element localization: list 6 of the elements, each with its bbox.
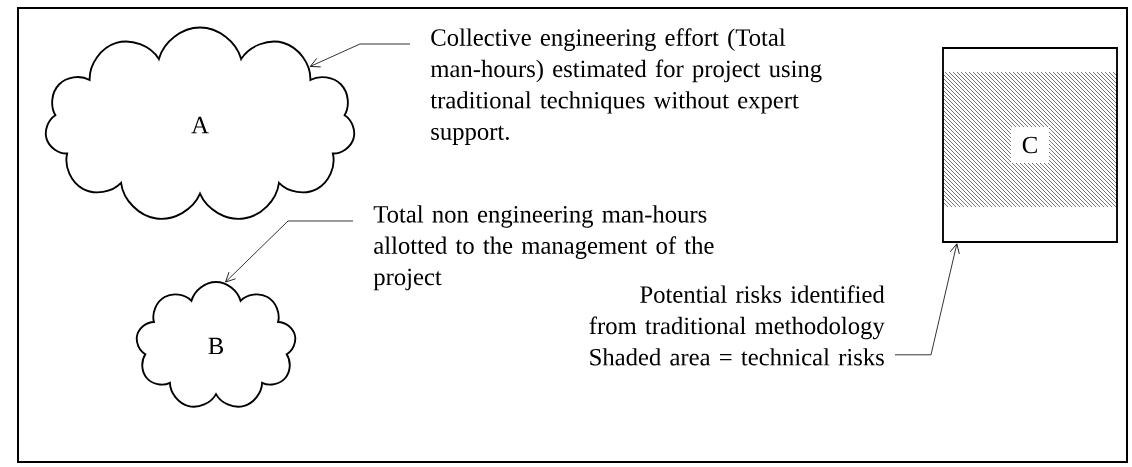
callout-text: Potential risks identified from traditional methodology Shaded area = technical risks xyxy=(589,285,885,366)
hatched-box: C xyxy=(942,47,1118,243)
leader-line xyxy=(894,243,960,356)
leader-line xyxy=(309,43,411,68)
callout-text: Collective engineering effort (Total man-hours) estimated for project using traditional techniques without expert support. xyxy=(430,28,822,145)
leader-line xyxy=(225,220,354,283)
